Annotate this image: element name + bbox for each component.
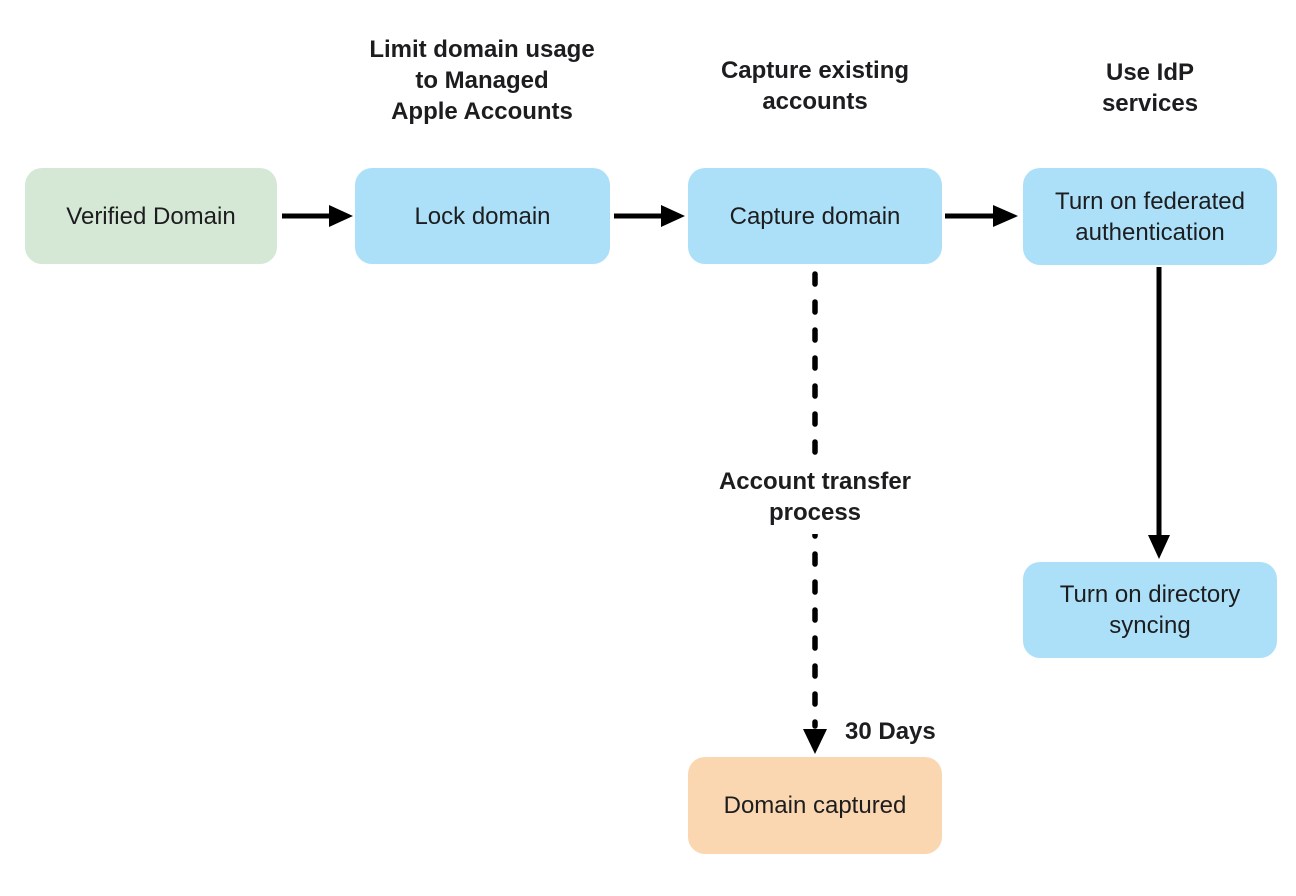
- arrow-capture-to-federated: [945, 205, 1018, 227]
- annotation-30-days: 30 Days: [845, 718, 936, 745]
- node-domain-captured: Domain captured: [688, 757, 942, 854]
- annotation-limit-domain-usage: Limit domain usage to Managed Apple Acco…: [369, 36, 595, 125]
- node-verified-domain: Verified Domain: [25, 168, 277, 264]
- node-capture-domain: Capture domain: [688, 168, 942, 264]
- node-federated-authentication: Turn on federated authentication: [1023, 168, 1277, 265]
- node-directory-syncing: Turn on directory syncing: [1023, 562, 1277, 658]
- annotation-use-idp-services: Use IdP services: [1101, 59, 1199, 117]
- node-lock-domain: Lock domain: [355, 168, 610, 264]
- arrow-federated-to-syncing: [1148, 267, 1170, 559]
- annotation-account-transfer-process: Account transfer process: [640, 462, 990, 534]
- annotation-capture-existing-accounts: Capture existing accounts: [720, 57, 910, 115]
- arrow-lock-to-capture: [614, 205, 685, 227]
- arrow-verified-to-lock: [282, 205, 353, 227]
